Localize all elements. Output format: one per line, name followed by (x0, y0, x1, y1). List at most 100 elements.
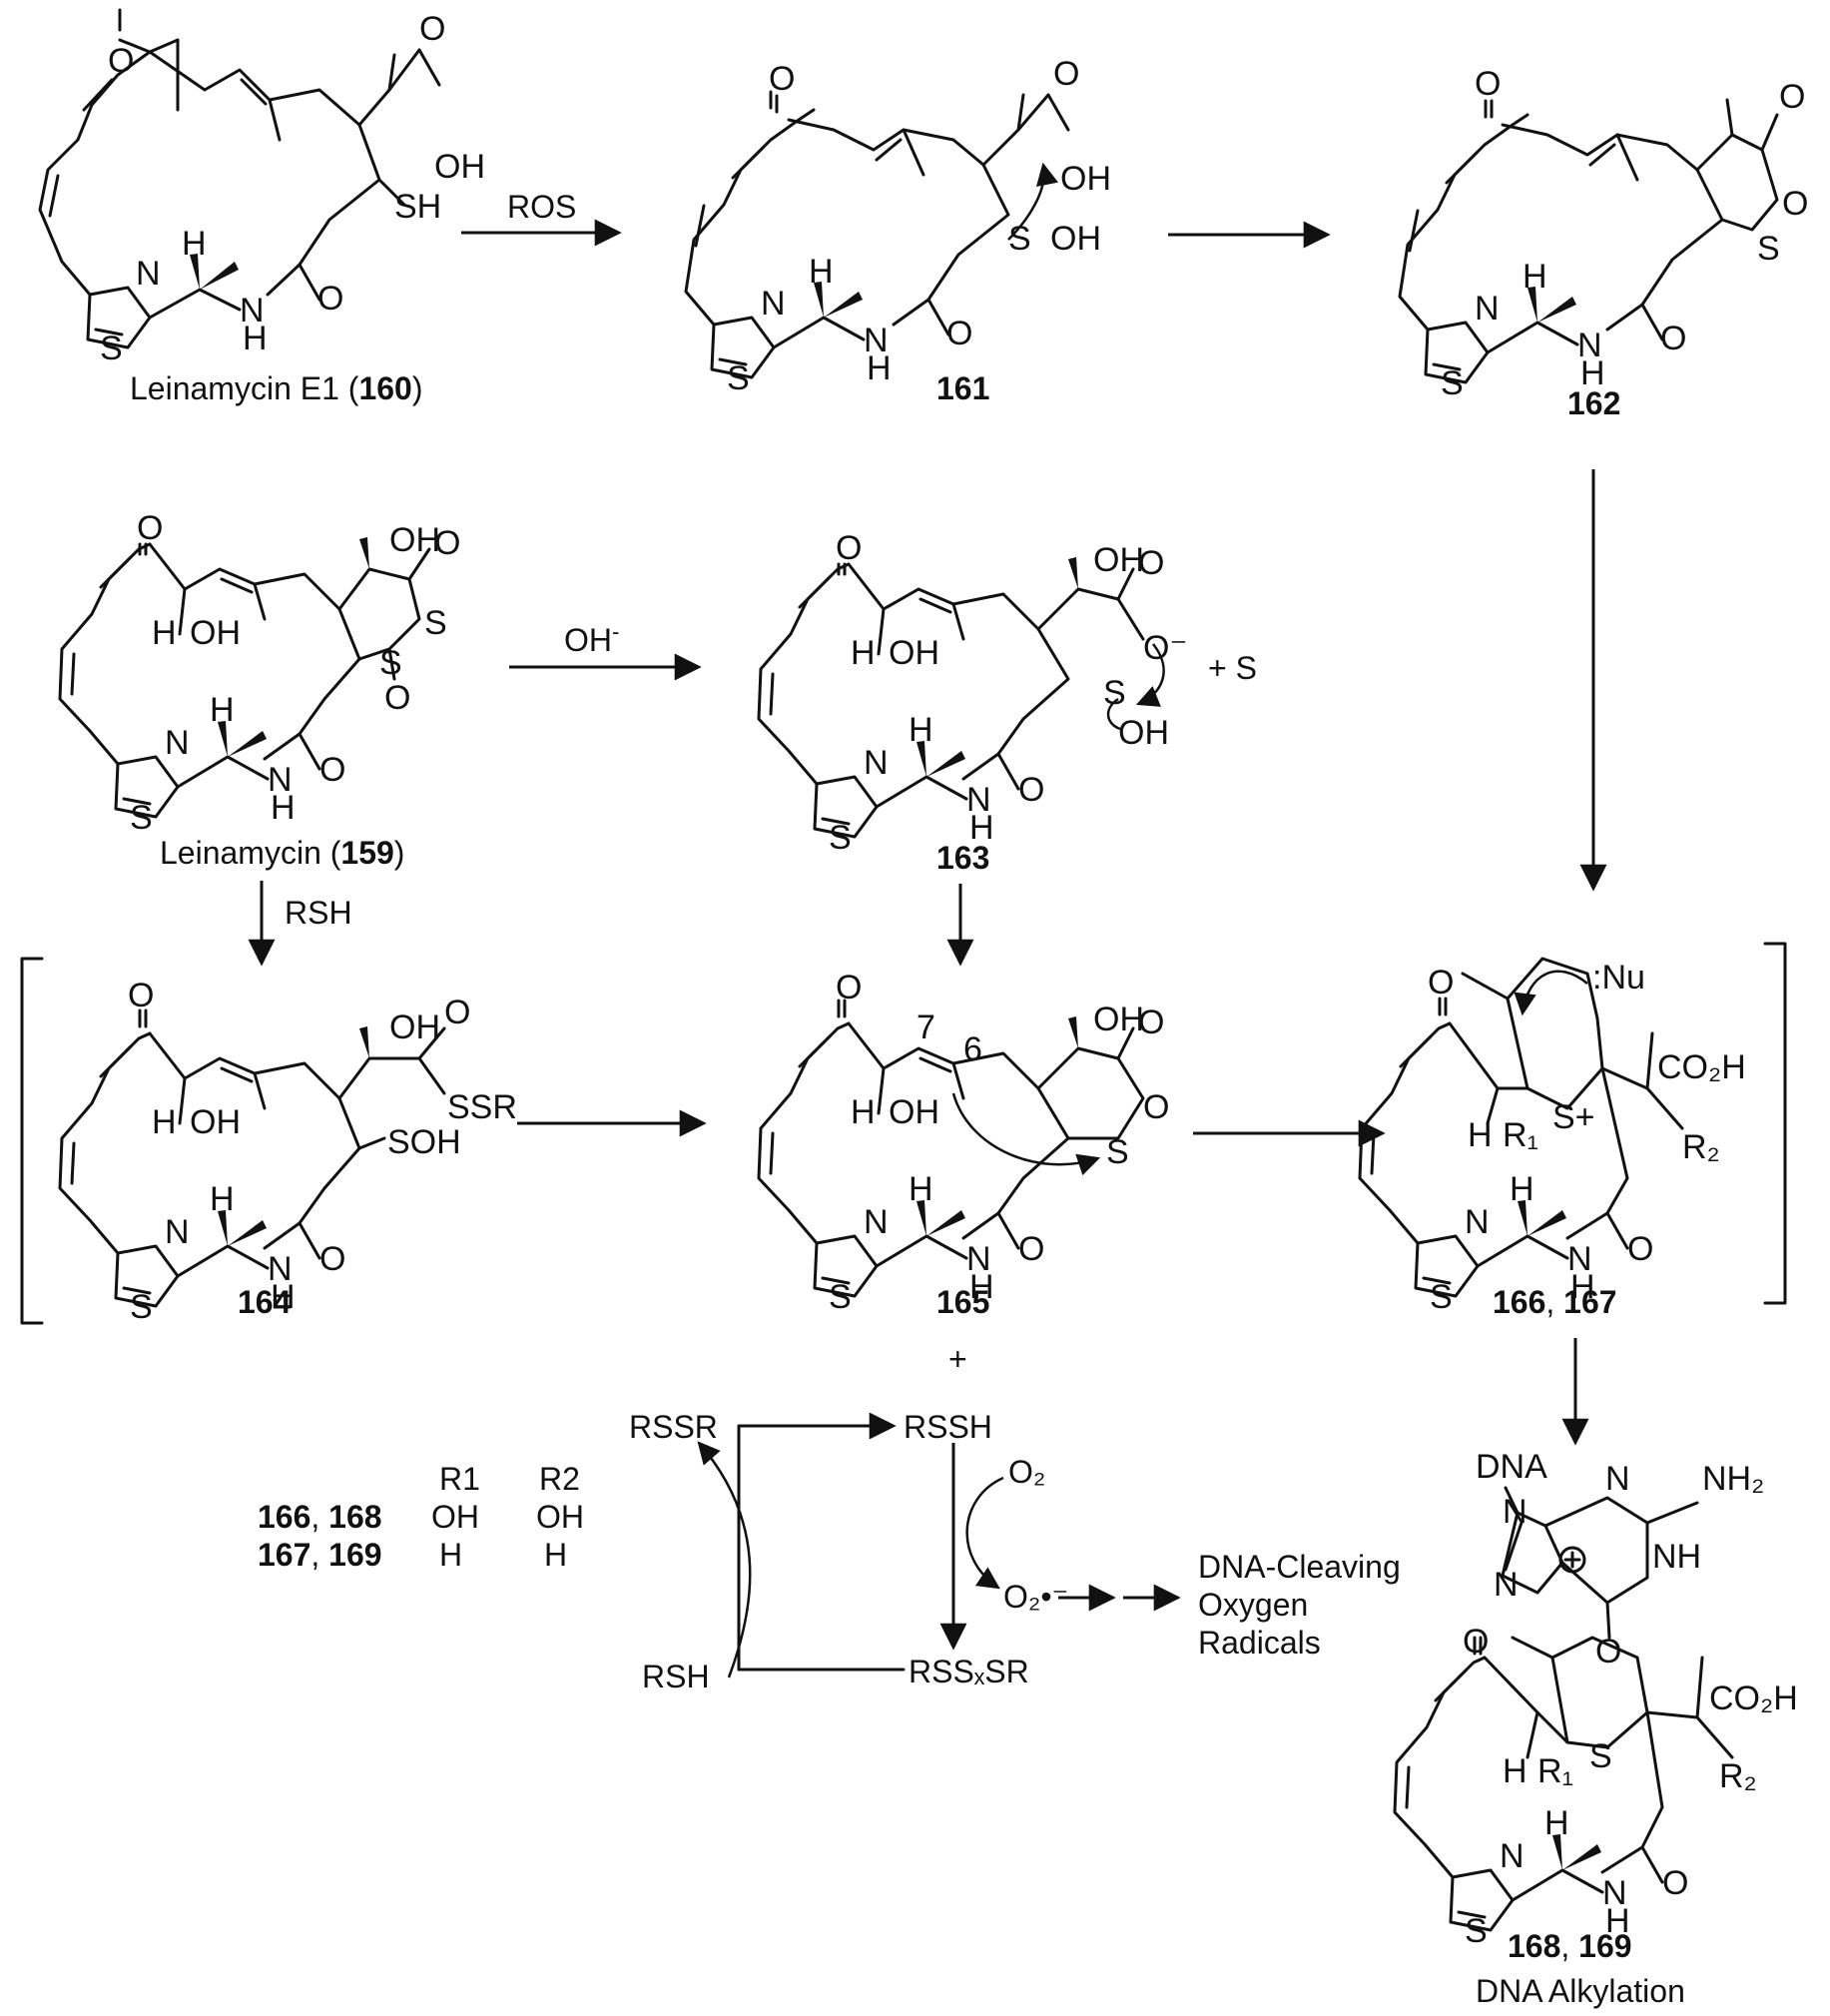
atom-label-n: N (1577, 327, 1602, 364)
atom-label-oh: OH (1118, 714, 1169, 752)
atom-label-s: S (727, 359, 750, 397)
cycle-rssh: RSSH (904, 1409, 992, 1445)
table-header-r2: R2 (539, 1461, 580, 1497)
atom-label-h: H (271, 1278, 296, 1316)
atom-label-o: O (1053, 55, 1079, 93)
atom-label-s: S (1465, 1912, 1488, 1950)
atom-label-h: H (909, 1170, 933, 1208)
structure-159 (58, 537, 431, 819)
table-row-compounds: 167, 169 (258, 1537, 382, 1573)
atom-label-oh: OH (389, 521, 440, 559)
atom-label-h: H (969, 1268, 994, 1306)
atom-label-s: S (1106, 1133, 1129, 1171)
atom-label-h: H (1510, 1170, 1534, 1208)
atom-label-n: N (136, 255, 161, 293)
atom-label-nucleophile: :Nu (1592, 959, 1645, 997)
atom-label-r1: R₁ (1537, 1752, 1573, 1790)
atom-label-ssr: SSR (447, 1088, 517, 1126)
atom-label-co2h: CO₂H (1709, 1680, 1798, 1717)
atom-label-nh: NH (1652, 1538, 1701, 1576)
compound-number-166-167: 166, 167 (1493, 1284, 1617, 1320)
atom-label-h: H (1523, 258, 1547, 296)
atom-label-n: N (268, 761, 293, 799)
atom-label-o: O (1428, 964, 1454, 1002)
atom-label-n: N (165, 724, 190, 762)
atom-label-h: H (969, 809, 994, 847)
redox-cycle (697, 1412, 1181, 1679)
bracket-left (20, 957, 44, 1325)
atom-label-h: H (152, 614, 177, 652)
atom-label-o-minus: O⁻ (1143, 629, 1187, 667)
compound-number-165: 165 (936, 1284, 989, 1320)
atom-label-o: O (1138, 544, 1164, 582)
atom-label-n: N (864, 1203, 889, 1241)
atom-label-o: O (1138, 1004, 1164, 1041)
compound-number-168-169: 168, 169 (1508, 1928, 1632, 1964)
atom-label-h: H (867, 349, 892, 387)
reagent-hydroxide: OH- (564, 619, 619, 658)
atom-label-n: N (966, 781, 991, 819)
atom-label-o: O (1595, 1633, 1621, 1671)
atom-label-o: O (1660, 320, 1686, 357)
atom-label-n: N (1605, 1460, 1630, 1498)
atom-label-n: N (1475, 290, 1500, 328)
atom-label-nh2: NH₂ (1702, 1460, 1764, 1498)
radicals-line-2: Oxygen (1198, 1587, 1308, 1623)
table-row-compounds: 166, 168 (258, 1499, 382, 1535)
atom-label-n: N (1465, 1203, 1490, 1241)
atom-label-h: H (1580, 354, 1605, 392)
atom-label-sh: SH (394, 188, 441, 226)
atom-label-o: O (419, 10, 445, 48)
caption-dna-alkylation: DNA Alkylation (1476, 1973, 1685, 2009)
reagent-plus-sulfur: + S (1208, 650, 1257, 686)
cycle-rssxsr: RSSₓSR (909, 1654, 1029, 1689)
radicals-line-3: Radicals (1198, 1625, 1321, 1661)
atom-label-s: S (130, 1288, 153, 1326)
atom-label-s: S (100, 330, 123, 367)
atom-label-oh: OH (889, 1093, 939, 1131)
atom-label-s: S (424, 604, 447, 642)
atom-label-oh: OH (434, 148, 485, 186)
substituent-table: R1 R2 166, 168 OH OH 167, 169 H H (258, 1461, 584, 1573)
atom-label-s: S (379, 644, 402, 682)
atom-label-oh: OH (1093, 541, 1144, 579)
atom-label-h: H (851, 634, 876, 672)
atom-label-oh: OH (1093, 1001, 1144, 1038)
cycle-o2: O₂ (1008, 1454, 1045, 1490)
atom-label-r1: R₁ (1503, 1116, 1538, 1154)
atom-label-o: O (319, 751, 345, 789)
structure-161 (684, 90, 1070, 379)
structure-164 (58, 1008, 446, 1308)
atom-label-n: N (240, 292, 265, 330)
carbon-number-7: 7 (916, 1008, 935, 1046)
atom-label-h: H (210, 691, 235, 729)
atom-label-h: H (1605, 1902, 1630, 1940)
atom-label-h: H (1570, 1268, 1595, 1306)
atom-label-n: N (864, 744, 889, 782)
atom-label-s: S (1008, 220, 1031, 258)
atom-label-o: O (444, 994, 470, 1031)
atom-label-h: H (152, 1103, 177, 1141)
atom-label-r2: R₂ (1682, 1128, 1720, 1166)
atom-label-o: O (1475, 65, 1501, 103)
table-cell-r1: H (439, 1537, 462, 1573)
atom-label-n: N (966, 1240, 991, 1278)
atom-label-s: S (1430, 1278, 1453, 1316)
atom-label-s: S (1441, 364, 1464, 402)
atom-label-n: N (1567, 1240, 1592, 1278)
atom-label-n: N (1602, 1874, 1627, 1912)
atom-label-n: N (864, 322, 889, 359)
atom-label-co2h: CO₂H (1657, 1048, 1746, 1086)
atom-label-o: O (128, 977, 154, 1014)
atom-label-oh: OH (889, 634, 939, 672)
atom-label-s: S (1589, 1737, 1612, 1775)
cycle-rsh: RSH (642, 1659, 710, 1694)
cycle-rssr: RSSR (629, 1409, 718, 1445)
cycle-superoxide: O₂•⁻ (1003, 1579, 1068, 1615)
atom-label-soh: SOH (387, 1123, 461, 1161)
atom-label-s: S (130, 799, 153, 837)
atom-label-h: H (182, 225, 207, 263)
atom-label-o: O (836, 969, 862, 1007)
reagent-rsh: RSH (285, 895, 352, 931)
